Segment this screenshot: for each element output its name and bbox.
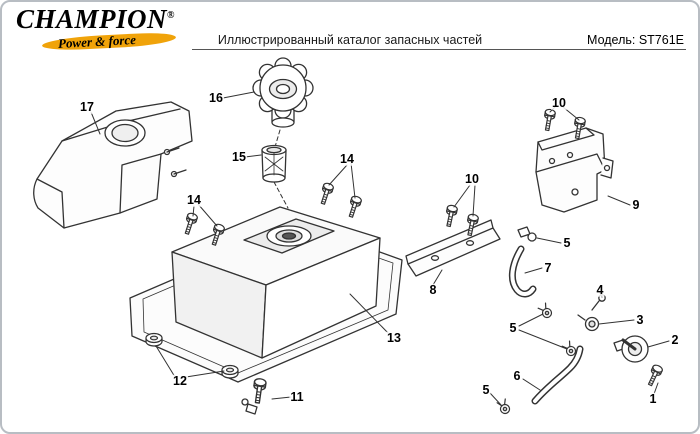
catalog-title: Иллюстрированный каталог запасных частей xyxy=(217,33,483,47)
fuel-tank-13 xyxy=(129,206,403,383)
bracket-8 xyxy=(405,219,501,277)
clamp-5-a xyxy=(537,302,554,320)
brand-name: CHAMPION® xyxy=(16,6,198,33)
fuel-tap-2 xyxy=(613,335,649,363)
drain-bolt-11 xyxy=(241,377,268,415)
bracket-9 xyxy=(535,127,614,213)
fuel-cap-16 xyxy=(252,57,314,148)
fitting-5-top xyxy=(517,226,537,242)
brand-logo: CHAMPION® Power & force xyxy=(16,6,198,52)
clamp-5-c xyxy=(496,398,512,416)
header-divider xyxy=(192,49,686,50)
valve-3 xyxy=(577,314,600,332)
valve-pin-4 xyxy=(591,294,606,311)
fuel-filter-15 xyxy=(261,144,289,209)
brand-name-text: CHAMPION xyxy=(16,4,168,34)
fuel-hose-6 xyxy=(531,345,584,405)
bolt-1 xyxy=(644,363,665,388)
fuel-hose-7 xyxy=(508,245,537,298)
cover-part-17 xyxy=(33,101,193,229)
model-label: Модель: ST761E xyxy=(587,33,684,47)
registered-mark: ® xyxy=(167,10,176,21)
